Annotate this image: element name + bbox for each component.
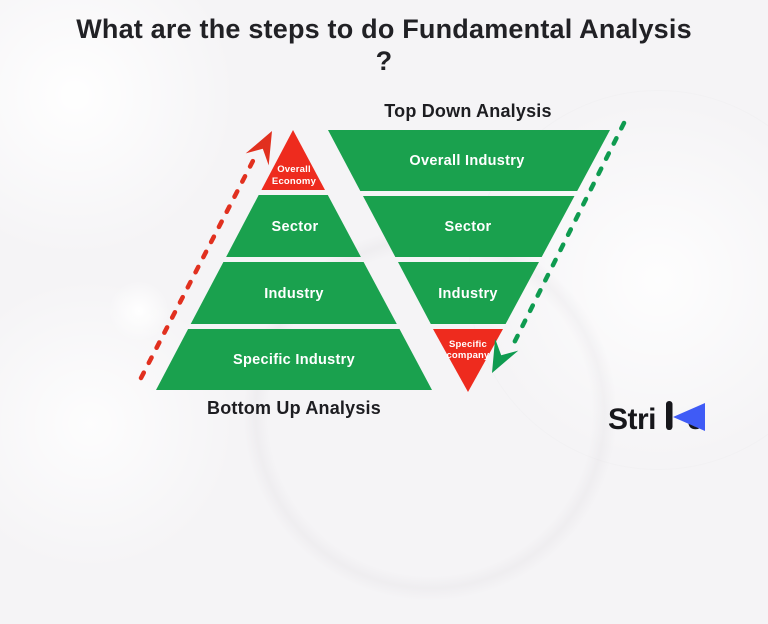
layer-text-sector-right: Sector <box>445 219 492 235</box>
layer-text-specific-company-line2: company <box>446 350 490 361</box>
pyramid-layer-sector-left <box>226 195 361 257</box>
pyramid-layer-overall-industry <box>328 130 610 191</box>
page-title: What are the steps to do Fundamental Ana… <box>76 14 692 76</box>
layer-text-specific-company-line1: Specific <box>449 339 487 350</box>
strike-logo: Stri e <box>608 401 705 436</box>
top-down-arrow <box>492 120 627 373</box>
pyramid-layer-industry-left <box>190 262 397 324</box>
layer-text-industry-right: Industry <box>438 286 498 302</box>
bottom-up-arrow <box>138 131 272 381</box>
layer-text-specific-industry: Specific Industry <box>233 352 355 368</box>
layer-text-sector-left: Sector <box>272 219 319 235</box>
strike-logo-k-stem <box>666 401 673 430</box>
layer-text-overall-economy-line1: Overall <box>277 164 311 175</box>
top-down-analysis-label: Top Down Analysis <box>384 101 551 121</box>
layer-text-overall-industry: Overall Industry <box>409 153 524 169</box>
bottom-up-arrowhead-icon <box>245 131 272 166</box>
strike-logo-text-left: Stri <box>608 403 656 436</box>
pyramid-layer-specific-industry <box>156 329 432 390</box>
pyramid-layer-sector-right <box>363 196 575 257</box>
bottom-up-arrow-line <box>138 152 259 381</box>
pyramid-diagram: Overall Economy Sector Industry Specific… <box>138 101 627 418</box>
top-down-arrowhead-icon <box>492 338 519 373</box>
bottom-up-analysis-label: Bottom Up Analysis <box>207 398 381 418</box>
layer-text-industry-left: Industry <box>264 286 324 302</box>
top-down-arrow-line <box>509 120 627 350</box>
bottom-up-pyramid: Overall Economy Sector Industry Specific… <box>156 130 432 390</box>
strike-logo-arrow-icon <box>673 403 705 431</box>
top-down-pyramid: Overall Industry Sector Industry Specifi… <box>328 130 610 392</box>
pyramid-layer-specific-company <box>433 329 503 392</box>
pyramid-layer-industry-right <box>398 262 539 324</box>
pyramid-layer-overall-economy <box>261 130 325 190</box>
layer-text-overall-economy-line2: Economy <box>272 176 317 187</box>
